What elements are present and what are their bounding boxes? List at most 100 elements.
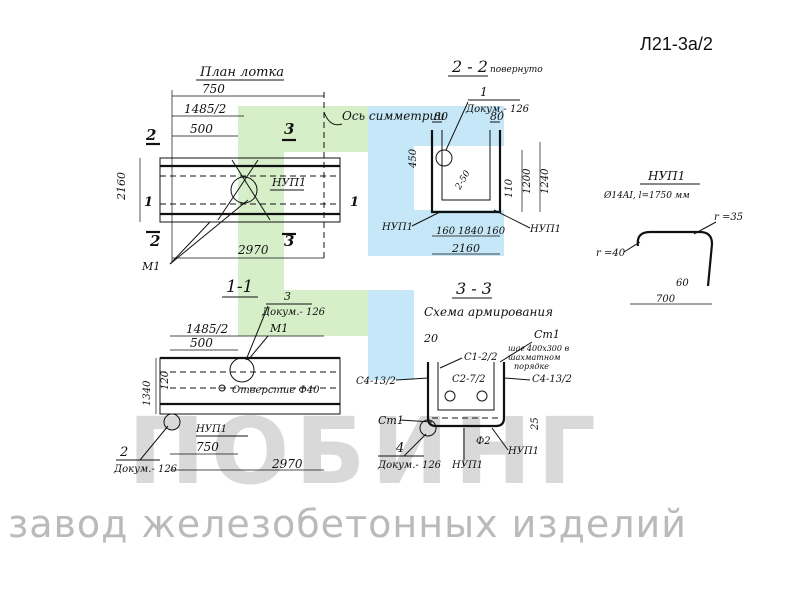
sec22-channel-inner — [441, 130, 491, 201]
sec33-st1-top: Ст1 — [534, 328, 560, 341]
sheet-code: Л21-3а/2 — [640, 34, 713, 54]
plan-view: План лотка 750 1485/2 500 Ось симметрии … — [115, 65, 445, 273]
sec33-nup-b-leader — [491, 427, 509, 451]
sec11-dim-half: 1485/2 — [186, 322, 228, 336]
sec22-ref-num: 1 — [480, 85, 488, 99]
sec11-dim-500: 500 — [190, 336, 213, 350]
sec11-ref3-num: 3 — [284, 290, 291, 303]
sec33-st1-top-leader — [499, 341, 533, 363]
sec33-step-note2: шахматном — [508, 353, 561, 362]
sec22-nup-right-leader — [493, 209, 531, 229]
sec33-c4-right-leader — [503, 377, 531, 381]
sec11-ref2-num: 2 — [119, 445, 128, 460]
sec22-dim-160b: 160 — [486, 226, 506, 237]
watermark-brand: ПОБИНГ — [128, 398, 602, 505]
sec11-ref3-leader — [245, 305, 269, 361]
sec11-dim-750: 750 — [196, 440, 219, 454]
sec22-dim-2160: 2160 — [451, 242, 480, 255]
plan-slab-outline — [159, 157, 341, 223]
nup1-bar-shape — [636, 230, 714, 287]
sec22-loop — [435, 149, 453, 167]
nup1-title: НУП1 — [647, 169, 685, 183]
sec22-title-note: повернуто — [490, 65, 543, 75]
plan-sec-3-bottom: 3 — [284, 232, 294, 250]
axis-leader — [323, 111, 343, 126]
plan-mark-m1: М1 — [141, 260, 160, 273]
sec22-nup-right: НУП1 — [529, 224, 561, 235]
plan-dim-2160: 2160 — [115, 172, 128, 201]
sec22-dim-80b: 80 — [490, 110, 504, 123]
nup1-r35-leader — [693, 221, 717, 235]
logo-blue-top — [414, 106, 504, 146]
sec22-dim-r50: 2-50 — [453, 169, 472, 193]
sec33-step-note1: шаг 400х300 в — [508, 344, 570, 353]
sec11-mark-m1: М1 — [269, 322, 288, 335]
sec22-channel-outer — [430, 130, 502, 214]
logo-blue-foot — [368, 290, 414, 380]
plan-dim-500: 500 — [190, 122, 213, 136]
sec22-title: 2 - 2 — [451, 57, 488, 76]
sec22-ref-leader — [445, 101, 469, 151]
sec22-dim-80a: 80 — [434, 110, 448, 123]
section-3-3: 3 - 3 Схема армирования 20 Ст1 шаг 400х3… — [356, 279, 572, 471]
plan-dim-2970: 2970 — [237, 243, 269, 257]
sec33-ref-doc: Докум.- 126 — [377, 460, 442, 471]
sec22-dim-1840: 1840 — [458, 226, 484, 237]
m1-leader-1 — [169, 221, 211, 265]
detail-nup1: НУП1 Ø14AI, l=1750 мм r =35 r =40 60 700 — [596, 169, 743, 305]
sec33-c4-left: С4-13/2 — [356, 376, 396, 387]
sec22-nup-left-leader — [411, 211, 441, 227]
sec33-c1: С1-2/2 — [464, 352, 498, 363]
plan-title: План лотка — [199, 65, 284, 80]
sec33-inner-cage — [437, 362, 495, 411]
sec33-bar-b — [476, 390, 488, 402]
sec33-nup-a: НУП1 — [451, 460, 483, 471]
nup1-dim-700: 700 — [656, 294, 676, 305]
sec33-c4-right: С4-13/2 — [532, 374, 572, 385]
sec33-bar-a — [444, 390, 456, 402]
watermark-tagline: завод железобетонных изделий — [8, 502, 687, 546]
sec11-dim-120: 120 — [160, 370, 171, 390]
sec33-outer-cage — [426, 362, 506, 428]
section-2-2: 2 - 2 повернуто 1 Докум.- 126 80 80 450 … — [381, 57, 561, 255]
nup1-spec: Ø14AI, l=1750 мм — [603, 190, 690, 201]
sec11-hole — [218, 384, 226, 392]
sec33-dim-20: 20 — [423, 332, 438, 345]
logo-green-foot — [238, 290, 368, 336]
sec11-dim-1340: 1340 — [142, 380, 153, 406]
plan-sec-1-right: 1 — [350, 195, 359, 210]
plan-sec-2-top: 2 — [145, 126, 156, 144]
sec33-c4-left-leader — [395, 377, 429, 381]
sec11-loop — [229, 357, 255, 383]
nup1-dim-60: 60 — [676, 278, 689, 289]
sec11-m1-leader — [247, 335, 269, 361]
sec11-nup: НУП1 — [195, 424, 227, 435]
sec33-st1-left: Ст1 — [378, 414, 404, 427]
sec33-dim-f2: Ф2 — [476, 436, 491, 447]
plan-sec-2-bottom: 2 — [149, 232, 160, 250]
sec33-ref-leader — [403, 433, 427, 457]
sec11-ref3-doc: Докум.- 126 — [261, 307, 326, 318]
sec11-ref2-leader — [139, 425, 169, 461]
sec33-c2: С2-7/2 — [452, 374, 486, 385]
sec33-subtitle: Схема армирования — [424, 305, 553, 319]
sec11-nup-loop — [163, 413, 181, 431]
nup1-r35: r =35 — [714, 212, 743, 223]
sec33-ref-num: 4 — [395, 441, 404, 456]
sec22-ref-doc: Докум.- 126 — [465, 104, 530, 115]
sec33-dim-25: 25 — [530, 417, 541, 431]
sec33-c1-leader — [439, 357, 463, 369]
sec11-hole-label: Отверстие Ф40 — [232, 385, 320, 396]
plan-sec-1-left: 1 — [144, 195, 153, 210]
nup1-r40: r =40 — [596, 248, 626, 259]
nup1-r40-leader — [623, 241, 641, 253]
plan-sec-3-top: 3 — [284, 120, 294, 138]
sec22-dim-1200: 1200 — [522, 168, 533, 194]
sec22-dim-450: 450 — [408, 148, 419, 169]
plan-dim-half: 1485/2 — [184, 102, 226, 116]
sec22-dim-160a: 160 — [436, 226, 456, 237]
sec11-dim-2970: 2970 — [271, 457, 303, 471]
